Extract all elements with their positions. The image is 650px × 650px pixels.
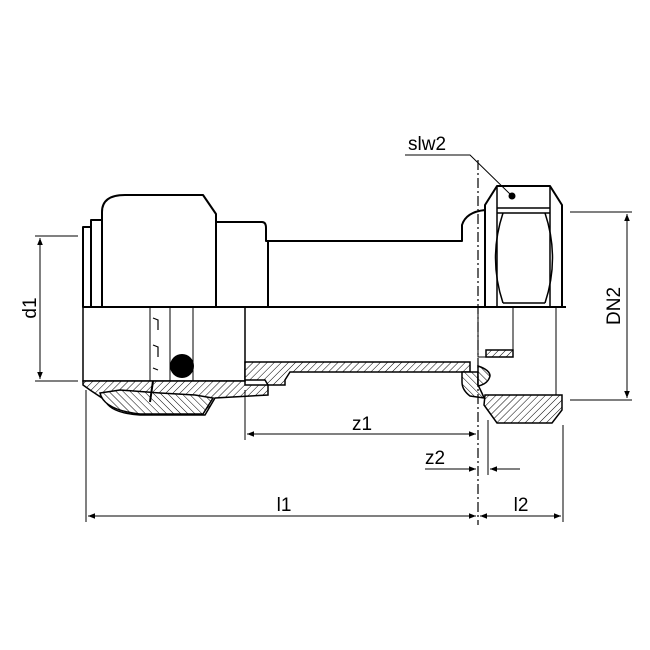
label-d1: d1: [20, 297, 41, 318]
label-dn2: DN2: [604, 287, 625, 325]
label-slw2: slw2: [408, 134, 446, 155]
extension-lines: [35, 211, 632, 522]
fitting-exterior: [82, 185, 563, 308]
marking-dot: [508, 192, 516, 200]
o-ring: [170, 354, 194, 378]
label-z1: z1: [352, 414, 372, 435]
fitting-section: [82, 306, 563, 424]
dimension-lines: [37, 154, 630, 519]
label-l1: l1: [277, 495, 292, 516]
label-l2: l2: [514, 495, 529, 516]
label-z2: z2: [425, 448, 445, 469]
